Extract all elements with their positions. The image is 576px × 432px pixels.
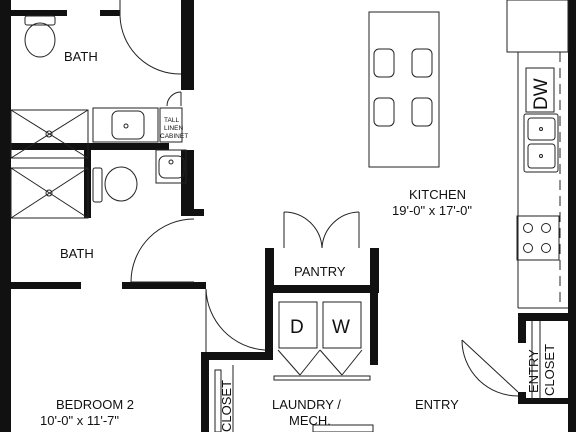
wall-right-exterior — [568, 0, 576, 432]
wall-entry-closet-left — [518, 313, 526, 343]
pantry-laundry-fixtures — [214, 211, 541, 432]
dishwasher-label: DW — [531, 78, 552, 110]
labels: BATH BATH TALL LINEN CABINET KITCHEN 19'… — [40, 49, 557, 432]
laundry-label-1: LAUNDRY / — [272, 397, 341, 412]
bath1-label: BATH — [64, 49, 98, 64]
pantry-label: PANTRY — [294, 264, 346, 279]
tall-linen-label-1: TALL — [164, 117, 179, 124]
wall-bath1-right — [181, 0, 194, 90]
wall-pantry-right — [370, 248, 379, 293]
washer-label: W — [332, 317, 350, 338]
kitchen-sink — [523, 113, 559, 173]
entry-closet-label-2: CLOSET — [542, 344, 557, 396]
wall-bedroom-top-right — [122, 282, 206, 289]
wall-entry-closet-bottom — [518, 398, 576, 404]
shower-bath2 — [10, 167, 89, 219]
wall-laundry-right — [370, 285, 378, 365]
fridge-block — [506, 0, 569, 53]
chair — [373, 48, 395, 78]
vanity-bath1 — [92, 107, 159, 143]
chair — [411, 48, 433, 78]
wall-left-exterior — [0, 0, 11, 432]
tall-linen-label-3: CABINET — [160, 133, 188, 140]
sink-bath2 — [155, 149, 187, 184]
wall-bath2-door-stub — [194, 209, 204, 216]
bath2-label: BATH — [60, 246, 94, 261]
tall-linen-cabinet — [159, 107, 183, 143]
wall-closet-left-top — [201, 352, 273, 360]
chair — [411, 97, 433, 127]
bedroom2-label: BEDROOM 2 — [56, 397, 134, 412]
laundry-label-2: MECH. — [289, 413, 331, 428]
wall-closet-left-side — [201, 352, 209, 432]
wall-bedroom-top-left — [11, 282, 81, 289]
entry-closet-label-1: ENTRY — [526, 349, 541, 393]
wall-pantry-left — [265, 248, 274, 293]
kitchen-fixtures — [368, 0, 569, 309]
wall-top-right — [100, 10, 120, 16]
stove — [516, 215, 560, 261]
wall-bath-separator — [11, 143, 91, 150]
wall-top-left — [11, 10, 67, 16]
wall-bath-separator-right — [91, 143, 169, 150]
chair — [373, 97, 395, 127]
bath-fixtures — [10, 0, 266, 352]
bedroom2-dims: 10'-0" x 11'-7" — [40, 413, 119, 428]
shower-bath1 — [10, 109, 89, 159]
closet-left-rod — [214, 369, 222, 432]
wall-entry-closet-top — [518, 313, 576, 321]
kitchen-dims: 19'-0" x 17'-0" — [392, 203, 472, 218]
dining-table — [368, 11, 440, 168]
wall-pantry-bottom — [265, 285, 379, 293]
dryer-label: D — [290, 317, 304, 338]
wall-laundry-left — [265, 285, 273, 360]
tall-linen-label-2: LINEN — [164, 125, 183, 132]
toilet-bath2 — [104, 166, 138, 202]
dryer — [278, 301, 318, 349]
washer — [322, 301, 362, 349]
dishwasher — [525, 67, 555, 113]
toilet-bath1 — [24, 22, 56, 58]
entry-label: ENTRY — [415, 397, 459, 412]
kitchen-label: KITCHEN — [409, 187, 466, 202]
closet-left-label: CLOSET — [219, 380, 234, 432]
